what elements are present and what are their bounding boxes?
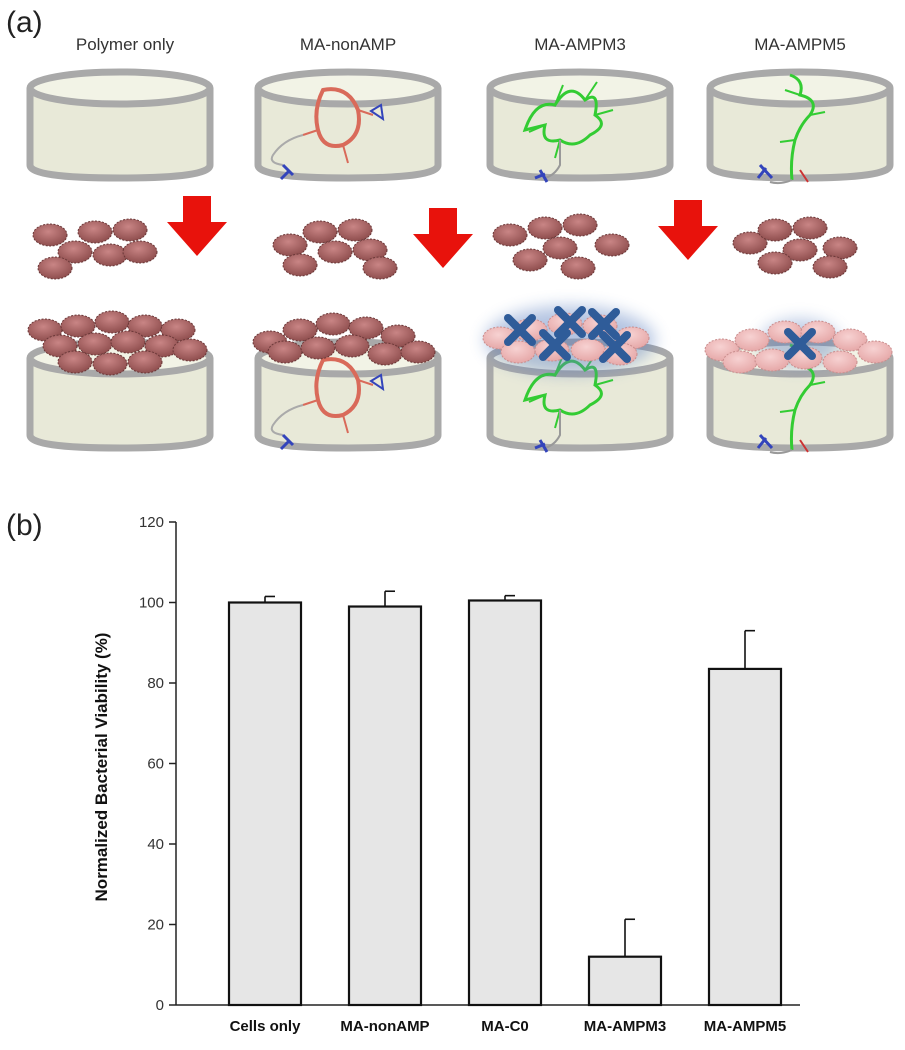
arrow-down-icon bbox=[658, 200, 718, 260]
y-tick-label: 80 bbox=[147, 675, 164, 692]
dish-ma-nonamp-top bbox=[258, 72, 438, 179]
arrow-down-icon bbox=[413, 208, 473, 268]
category-label: MA-C0 bbox=[481, 1018, 529, 1035]
group-label-ma-nonamp: MA-nonAMP bbox=[300, 35, 396, 54]
y-tick-label: 100 bbox=[139, 595, 164, 612]
cell-cluster-1 bbox=[32, 218, 158, 280]
category-label: MA-AMPM3 bbox=[584, 1018, 667, 1035]
bar bbox=[467, 599, 543, 1007]
group-label-polymer-only: Polymer only bbox=[76, 35, 175, 54]
panel-b-label: (b) bbox=[6, 509, 43, 542]
dish-ma-ampm5-top bbox=[710, 72, 890, 185]
dish-ma-ampm3-top bbox=[490, 72, 670, 184]
arrow-down-icon bbox=[167, 196, 227, 256]
category-label: MA-nonAMP bbox=[340, 1018, 429, 1035]
y-tick-label: 40 bbox=[147, 836, 164, 853]
y-axis-title: Normalized Bacterial Viability (%) bbox=[92, 633, 111, 902]
bar bbox=[587, 955, 663, 1007]
cell-cluster-2 bbox=[272, 218, 398, 280]
y-tick-label: 20 bbox=[147, 917, 164, 934]
cell-cluster-3 bbox=[492, 213, 630, 280]
group-label-ma-ampm3: MA-AMPM3 bbox=[534, 35, 626, 54]
adhered-cells-ma-ampm3 bbox=[482, 306, 655, 374]
group-label-ma-ampm5: MA-AMPM5 bbox=[754, 35, 846, 54]
category-label: MA-AMPM5 bbox=[704, 1018, 787, 1035]
dish-polymer-only-top bbox=[30, 72, 210, 178]
y-tick-label: 60 bbox=[147, 756, 164, 773]
cell-cluster-4 bbox=[732, 216, 858, 279]
y-tick-label: 120 bbox=[139, 514, 164, 531]
adhered-cells-ma-ampm5 bbox=[704, 319, 893, 374]
category-label: Cells only bbox=[230, 1018, 302, 1035]
panel-a-label: (a) bbox=[6, 6, 43, 39]
bar bbox=[707, 667, 783, 1007]
bar bbox=[227, 601, 303, 1007]
bar bbox=[347, 605, 423, 1007]
y-tick-label: 0 bbox=[156, 997, 164, 1014]
